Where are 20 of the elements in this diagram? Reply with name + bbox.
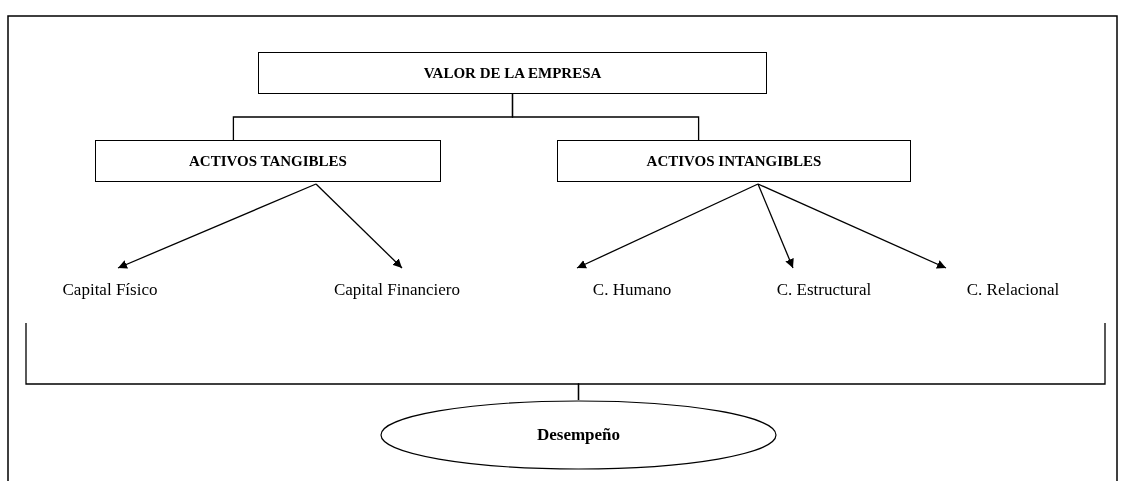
connector-line [511,93,700,141]
node-label: ACTIVOS TANGIBLES [189,152,347,170]
title-box [258,52,767,94]
ellipse-node [380,400,777,470]
arrow [117,183,317,269]
node-label: C. Relacional [966,280,1060,300]
arrow [757,183,794,269]
connector-line [577,322,1106,401]
node-label: Capital Físico [62,280,158,300]
arrow [757,183,947,269]
node-label: C. Humano [592,280,672,300]
arrow [576,183,759,269]
node-label: C. Estructural [776,280,872,300]
arrow [315,183,403,269]
title-box [95,140,441,182]
node-label: ACTIVOS INTANGIBLES [646,152,822,170]
node-label: VALOR DE LA EMPRESA [423,64,602,82]
node-label: Desempeño [536,425,621,445]
node-label: Capital Financiero [333,280,461,300]
title-box [557,140,911,182]
